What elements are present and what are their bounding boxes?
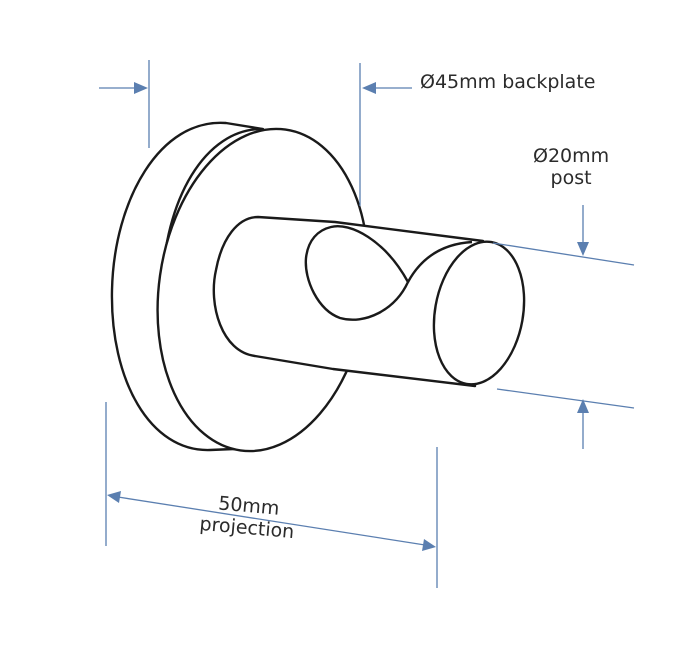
post-dimension-value: Ø20mm — [533, 145, 610, 167]
post-dimension-word: post — [550, 166, 592, 189]
backplate-arrow-left-icon — [134, 82, 148, 94]
projection-arrow-left-icon — [107, 491, 121, 503]
hook-notch — [304, 225, 410, 321]
post-extension-top — [492, 242, 635, 266]
post-dimension-label: Ø20mm post — [533, 145, 610, 190]
post-dimension — [492, 205, 635, 449]
backplate-dimension — [99, 60, 412, 206]
backplate-dimension-label: Ø45mm backplate — [420, 71, 596, 93]
backplate-arrow-right-icon — [362, 82, 376, 94]
projection-line — [117, 496, 426, 546]
robe-hook-outline — [110, 121, 526, 453]
projection-dimension-label: 50mm projection — [199, 492, 297, 544]
projection-dimension — [105, 402, 438, 588]
post-end-cap — [432, 240, 526, 386]
post-arrow-top-icon — [577, 242, 589, 256]
notch-rise — [406, 240, 473, 283]
post-arrow-bottom-icon — [577, 399, 589, 413]
projection-arrow-right-icon — [422, 539, 436, 551]
post-extension-bottom — [496, 388, 635, 409]
